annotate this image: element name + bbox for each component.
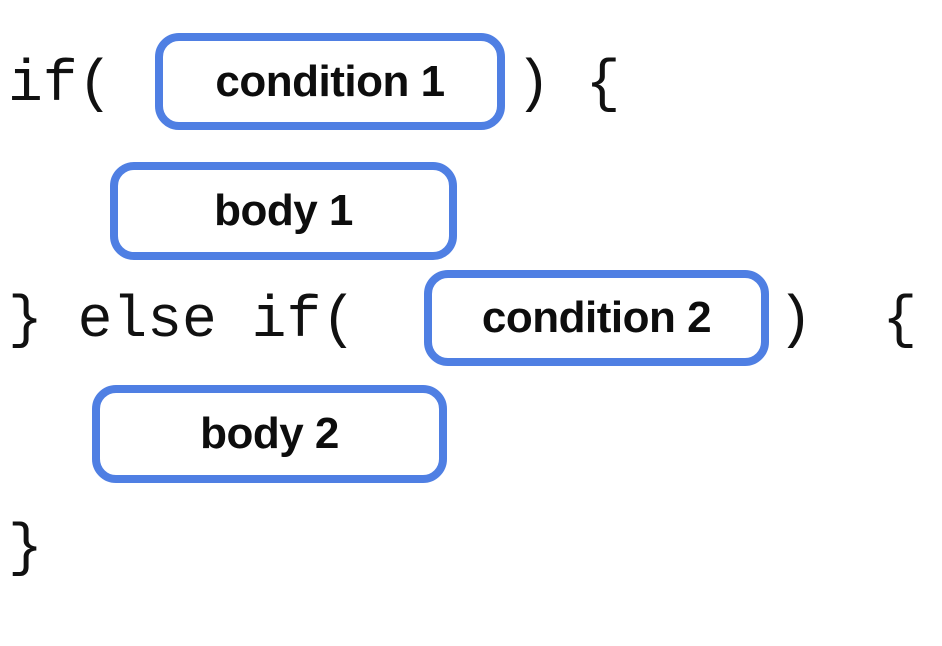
code-line1-close: ) { — [516, 53, 621, 118]
code-if-open: if( — [8, 53, 113, 118]
slot-body-1-label: body 1 — [214, 186, 353, 235]
slot-body-1: body 1 — [110, 162, 457, 260]
code-line3-close: ) { — [778, 289, 918, 354]
code-closing-brace: } — [8, 517, 43, 582]
slot-condition-2: condition 2 — [424, 270, 769, 366]
code-else-if-open: } else if( — [8, 289, 357, 354]
slot-condition-1-label: condition 1 — [215, 56, 445, 106]
slot-body-2-label: body 2 — [200, 409, 339, 458]
slot-condition-1: condition 1 — [155, 33, 505, 130]
slot-condition-2-label: condition 2 — [481, 293, 712, 342]
slot-body-2: body 2 — [92, 385, 447, 483]
